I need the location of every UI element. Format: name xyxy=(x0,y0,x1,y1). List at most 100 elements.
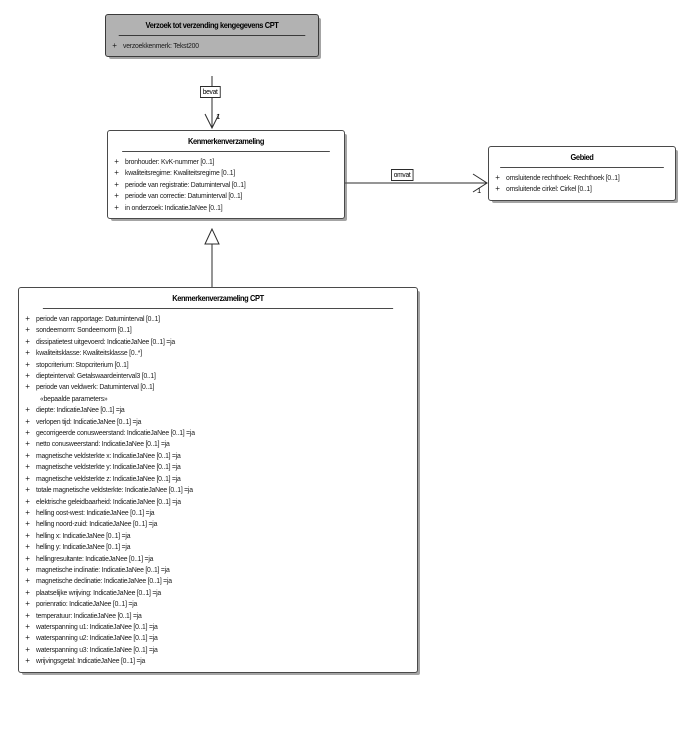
edge-multiplicity-bevat: 1 xyxy=(216,112,221,121)
class-attribute-row: +magnetische veldsterkte z: IndicatieJaN… xyxy=(19,473,417,484)
class-box-gebied[interactable]: Gebied + omsluitende rechthoek: Rechthoek… xyxy=(488,146,676,201)
attribute-visibility-marker: + xyxy=(25,564,30,574)
attribute-visibility-marker: + xyxy=(25,587,30,597)
attribute-visibility-marker: + xyxy=(25,382,30,392)
attribute-visibility-marker: + xyxy=(25,485,30,495)
attribute-visibility-marker: + xyxy=(25,314,30,323)
attribute-label: periode van veldwerk: Datuminterval [0..… xyxy=(36,382,155,392)
attribute-visibility-marker: + xyxy=(114,179,119,189)
attribute-visibility-marker: + xyxy=(25,416,30,426)
class-attribute-row: + omsluitende rechthoek: Rechthoek [0..1] xyxy=(489,172,675,183)
class-attribute-row: +diepte: IndicatieJaNee [0..1] =ja xyxy=(19,404,417,415)
class-box-verzoek-tot-verzending-kengegevens-cpt[interactable]: Verzoek tot verzending kengegevens CPT +… xyxy=(105,14,319,58)
class-attribute-row: +sondeernorm: Sondeernorm [0..1] xyxy=(19,324,417,335)
attribute-visibility-marker: + xyxy=(495,173,500,182)
class-attribute-row: + kwaliteitsregime: Kwaliteitsregime [0..… xyxy=(108,167,344,178)
attribute-label: verzoekkenmerk: Tekst200 xyxy=(123,41,199,50)
attribute-label: porienratio: IndicatieJaNee [0..1] =ja xyxy=(36,599,138,609)
class-attribute-row: +verzoekkenmerk: Tekst200 xyxy=(106,40,318,51)
attribute-label: helling oost-west: IndicatieJaNee [0..1]… xyxy=(36,507,155,517)
attribute-label: periode van rapportage: Datuminterval [0… xyxy=(36,314,160,323)
attribute-visibility-marker: + xyxy=(25,462,30,472)
class-attributes-kenmerkenverzameling-cpt: + periode van rapportage: Datuminterval [… xyxy=(19,309,417,672)
class-attribute-row: +waterspanning u3: IndicatieJaNee [0..1]… xyxy=(19,644,417,655)
edge-multiplicity-omvat: 1 xyxy=(477,186,482,195)
class-attribute-stereotype: «bepaalde parameters» xyxy=(19,393,417,404)
attribute-label: helling y: IndicatieJaNee [0..1] =ja xyxy=(36,542,131,552)
attribute-label: totale magnetische veldsterkte: Indicati… xyxy=(36,485,193,495)
class-attribute-row: + plaatselijke wrijving: IndicatieJaNee [… xyxy=(19,587,417,598)
class-attribute-row: + helling oost-west: IndicatieJaNee [0..1… xyxy=(19,507,417,518)
class-box-kenmerkenverzameling[interactable]: Kenmerkenverzameling + bronhouder: KvK-nu… xyxy=(107,130,345,220)
attribute-label: in onderzoek: IndicatieJaNee [0..1] xyxy=(125,202,223,212)
attribute-label: bronhouder: KvK-nummer [0..1] xyxy=(125,157,215,166)
class-title-kenmerkenverzameling-cpt: Kenmerkenverzameling CPT xyxy=(42,288,394,309)
class-attribute-row: + magnetische inclinatie: IndicatieJaNee … xyxy=(19,564,417,575)
class-attribute-row: +kwaliteitsklasse: Kwaliteitsklasse [0..… xyxy=(19,347,417,358)
class-box-kenmerkenverzameling-cpt[interactable]: Kenmerkenverzameling CPT + periode van ra… xyxy=(18,287,418,673)
class-attribute-row: +temperatuur: IndicatieJaNee [0..1] =ja xyxy=(19,610,417,621)
class-attributes-gebied: + omsluitende rechthoek: Rechthoek [0..1]… xyxy=(489,168,675,200)
attribute-visibility-marker: + xyxy=(25,336,30,346)
attribute-visibility-marker: + xyxy=(25,621,30,631)
attribute-visibility-marker: + xyxy=(25,371,30,381)
class-title-kenmerkenverzameling: Kenmerkenverzameling xyxy=(122,131,330,152)
class-attribute-row: +diepteinterval: Getalswaardeinterval3 [… xyxy=(19,370,417,381)
attribute-visibility-marker: + xyxy=(25,450,30,460)
class-attribute-row: + periode van veldwerk: Datuminterval [0.… xyxy=(19,381,417,392)
attribute-label: omsluitende rechthoek: Rechthoek [0..1] xyxy=(506,173,620,182)
attribute-label: periode van registratie: Datuminterval [… xyxy=(125,179,246,189)
attribute-visibility-marker: + xyxy=(25,610,30,620)
class-attribute-row: + elektrische geleidbaarheid: IndicatieJa… xyxy=(19,496,417,507)
attribute-visibility-marker: + xyxy=(25,530,30,540)
attribute-visibility-marker: + xyxy=(25,519,30,529)
class-attribute-row: +helling noord-zuid: IndicatieJaNee [0..… xyxy=(19,518,417,529)
attribute-label: plaatselijke wrijving: IndicatieJaNee [0… xyxy=(36,587,162,597)
attribute-label: wrijvingsgetal: IndicatieJaNee [0..1] =j… xyxy=(36,656,146,666)
class-attribute-row: + periode van rapportage: Datuminterval [… xyxy=(19,313,417,324)
attribute-label: gecorrigeerde conusweerstand: IndicatieJ… xyxy=(36,428,195,438)
attribute-label: magnetische veldsterkte x: IndicatieJaNe… xyxy=(36,450,181,460)
attribute-label: elektrische geleidbaarheid: IndicatieJaN… xyxy=(36,496,181,506)
attribute-visibility-marker: + xyxy=(114,168,119,178)
class-attribute-row: +waterspanning u2: IndicatieJaNee [0..1]… xyxy=(19,632,417,643)
attribute-visibility-marker: + xyxy=(114,157,119,166)
attribute-label: helling x: IndicatieJaNee [0..1] =ja xyxy=(36,530,131,540)
attribute-visibility-marker: + xyxy=(25,542,30,552)
attribute-visibility-marker: + xyxy=(25,473,30,483)
edge-label-bevat: bevat xyxy=(200,86,221,98)
attribute-visibility-marker: + xyxy=(25,633,30,643)
class-attribute-row: + omsluitende cirkel: Cirkel [0..1] xyxy=(489,183,675,194)
class-attribute-row: +netto conusweerstand: IndicatieJaNee [0… xyxy=(19,438,417,449)
attribute-visibility-marker: + xyxy=(25,496,30,506)
attribute-visibility-marker: + xyxy=(25,359,30,369)
class-title-gebied: Gebied xyxy=(500,147,664,168)
class-attribute-row: +periode van correctie: Datuminterval [0… xyxy=(108,190,344,201)
attribute-label: verlopen tijd: IndicatieJaNee [0..1] =ja xyxy=(36,416,142,426)
class-attribute-row: + verlopen tijd: IndicatieJaNee [0..1] =j… xyxy=(19,416,417,427)
attribute-visibility-marker: + xyxy=(25,325,30,335)
class-attributes-verzoek: +verzoekkenmerk: Tekst200 xyxy=(106,36,318,56)
class-attribute-row: +in onderzoek: IndicatieJaNee [0..1] xyxy=(108,202,344,213)
class-attribute-row: +stopcriterium: Stopcriterium [0..1] xyxy=(19,359,417,370)
attribute-visibility-marker: + xyxy=(25,576,30,586)
attribute-label: waterspanning u3: IndicatieJaNee [0..1] … xyxy=(36,644,158,654)
attribute-label: kwaliteitsregime: Kwaliteitsregime [0..1… xyxy=(125,168,236,178)
class-attributes-kenmerkenverzameling: + bronhouder: KvK-nummer [0..1] + kwaliteit… xyxy=(108,152,344,218)
attribute-visibility-marker: + xyxy=(114,191,119,201)
attribute-visibility-marker: + xyxy=(495,184,500,194)
class-attribute-row: +gecorrigeerde conusweerstand: Indicatie… xyxy=(19,427,417,438)
attribute-label: magnetische inclinatie: IndicatieJaNee [… xyxy=(36,564,170,574)
attribute-visibility-marker: + xyxy=(25,507,30,517)
attribute-label: omsluitende cirkel: Cirkel [0..1] xyxy=(506,184,592,194)
edge-label-omvat: omvat xyxy=(391,169,414,181)
class-attribute-row: + helling x: IndicatieJaNee [0..1] =ja xyxy=(19,530,417,541)
attribute-visibility-marker: + xyxy=(25,439,30,449)
attribute-visibility-marker: + xyxy=(25,656,30,666)
class-attribute-row: + periode van registratie: Datuminterval … xyxy=(108,179,344,190)
class-attribute-row: +waterspanning u1: IndicatieJaNee [0..1]… xyxy=(19,621,417,632)
class-attribute-row: +magnetische veldsterkte y: IndicatieJaN… xyxy=(19,461,417,472)
class-title-verzoek: Verzoek tot verzending kengegevens CPT xyxy=(118,15,306,36)
class-attribute-row: + magnetische veldsterkte x: IndicatieJaN… xyxy=(19,450,417,461)
